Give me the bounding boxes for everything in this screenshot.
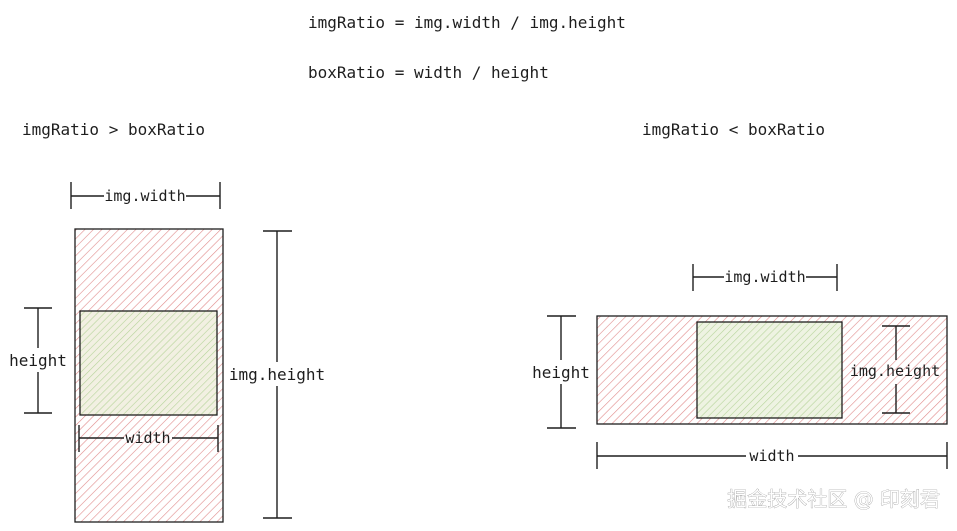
- left-img-height-label: img.height: [229, 365, 325, 384]
- left-height-label: height: [9, 351, 67, 370]
- left-width-dimension: width: [78, 425, 219, 452]
- left-height-dimension: height: [9, 307, 67, 414]
- left-width-label: width: [125, 429, 170, 447]
- left-img-width-dimension: img.width: [70, 182, 221, 209]
- left-img-height-dimension: img.height: [229, 230, 325, 519]
- right-height-dimension: height: [532, 315, 590, 429]
- right-img-height-dimension: img.height: [850, 325, 940, 414]
- right-width-label: width: [749, 447, 794, 465]
- left-case: imgRatio > boxRatio img.width height: [9, 120, 325, 523]
- right-img-height-label: img.height: [850, 362, 940, 380]
- right-width-dimension: width: [596, 442, 948, 469]
- formula-box-ratio: boxRatio = width / height: [308, 63, 549, 82]
- left-case-title: imgRatio > boxRatio: [22, 120, 205, 139]
- right-case: imgRatio < boxRatio img.width height: [532, 120, 948, 469]
- left-img-width-label: img.width: [104, 187, 185, 205]
- right-img-width-label: img.width: [724, 268, 805, 286]
- formula-img-ratio: imgRatio = img.width / img.height: [308, 13, 626, 32]
- left-box-rect: [79, 310, 218, 416]
- right-case-title: imgRatio < boxRatio: [642, 120, 825, 139]
- watermark: 掘金技术社区 @ 印刻君: [727, 487, 940, 511]
- right-img-width-dimension: img.width: [692, 264, 838, 291]
- right-height-label: height: [532, 363, 590, 382]
- right-image-rect: [696, 321, 843, 419]
